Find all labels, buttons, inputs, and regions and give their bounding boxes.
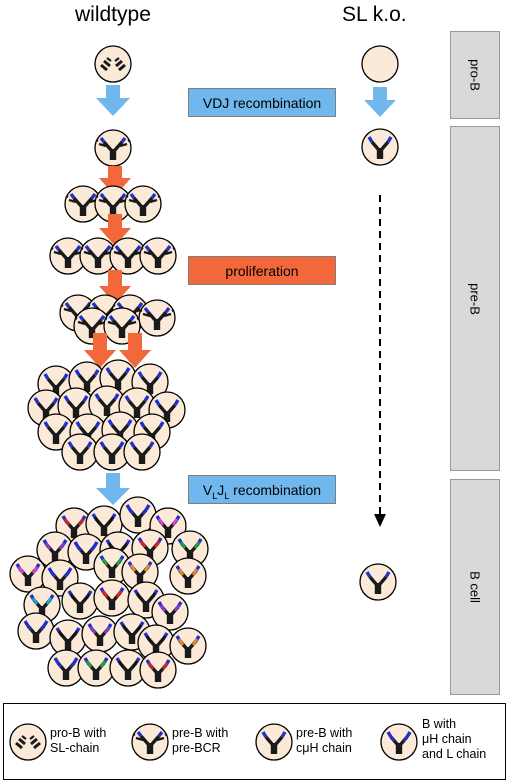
legend-cmu-hchain: H chain [309,741,352,755]
legend-item-b-cell: B with μH chain and L chain [422,717,486,762]
vljl-tail: recombination [229,482,322,498]
legend-pro-b-line2: SL-chain [50,741,100,755]
legend-b-line1: B with [422,717,457,731]
vljl-sub-1: L [212,490,218,501]
step-vdj-recombination: VDJ recombination [188,88,336,117]
wt-pre-b-cluster [28,360,185,470]
legend-cmu-line2: cμH chain [296,741,352,756]
wt-arrow-prolif-4b [119,333,151,368]
wt-pre-b-cell [95,130,131,166]
step-vljl-recombination: VLJL recombination [188,475,336,504]
ko-dashed-arrow-head [374,514,386,527]
legend-pro-b-line1: pro-B with [50,726,107,740]
legend: pro-B with SL-chain pre-B with pre-BCR p… [3,703,506,780]
ko-arrow-vdj [364,87,396,117]
ko-pre-b-cell [362,129,398,165]
wt-arrow-prolif-1 [99,166,131,196]
stage-bar-b-cell: B cell [450,479,500,695]
legend-b-line3: and L chain [422,747,487,761]
wt-arrow-vdj [96,85,130,116]
legend-cmu-mu: μ [302,741,310,755]
legend-cmu-line1: pre-B with [296,726,353,740]
vljl-sub-2: L [224,490,230,501]
legend-cmu-c: c [296,741,303,755]
wt-b-cell-cluster [10,497,208,688]
legend-pre-bcr-line1: pre-B with [172,726,229,740]
wt-pre-b-row-4 [60,295,175,344]
wt-arrow-prolif-4a [84,333,116,368]
legend-b-hchain: H chain [429,732,472,746]
step-proliferation: proliferation [188,256,336,285]
legend-item-pre-b-cmu: pre-B with cμH chain [296,726,352,756]
wt-arrow-prolif-2 [99,214,131,246]
legend-item-pre-b-bcr: pre-B with pre-BCR [172,726,228,756]
ko-pro-b-cell [361,45,399,83]
stage-label-pre-b: pre-B [467,282,483,315]
ko-b-cell [360,564,396,600]
wt-arrow-vljl [96,473,130,505]
stage-label-pro-b: pro-B [467,59,483,91]
legend-item-pro-b: pro-B with SL-chain [50,726,106,756]
column-title-ko: SL k.o. [342,3,407,26]
wt-pro-b-cell [95,46,131,82]
wt-arrow-prolif-3 [99,270,131,304]
legend-pre-bcr-line2: pre-BCR [172,741,221,755]
vljl-v: V [202,482,213,498]
column-title-wildtype: wildtype [75,3,151,26]
stage-label-b-cell: B cell [467,571,483,603]
legend-b-line2: μH chain [422,732,486,747]
stage-bar-pre-b: pre-B [450,126,500,471]
vljl-j: J [217,482,225,498]
stage-bar-pro-b: pro-B [450,31,500,119]
legend-b-mu: μ [422,732,430,746]
